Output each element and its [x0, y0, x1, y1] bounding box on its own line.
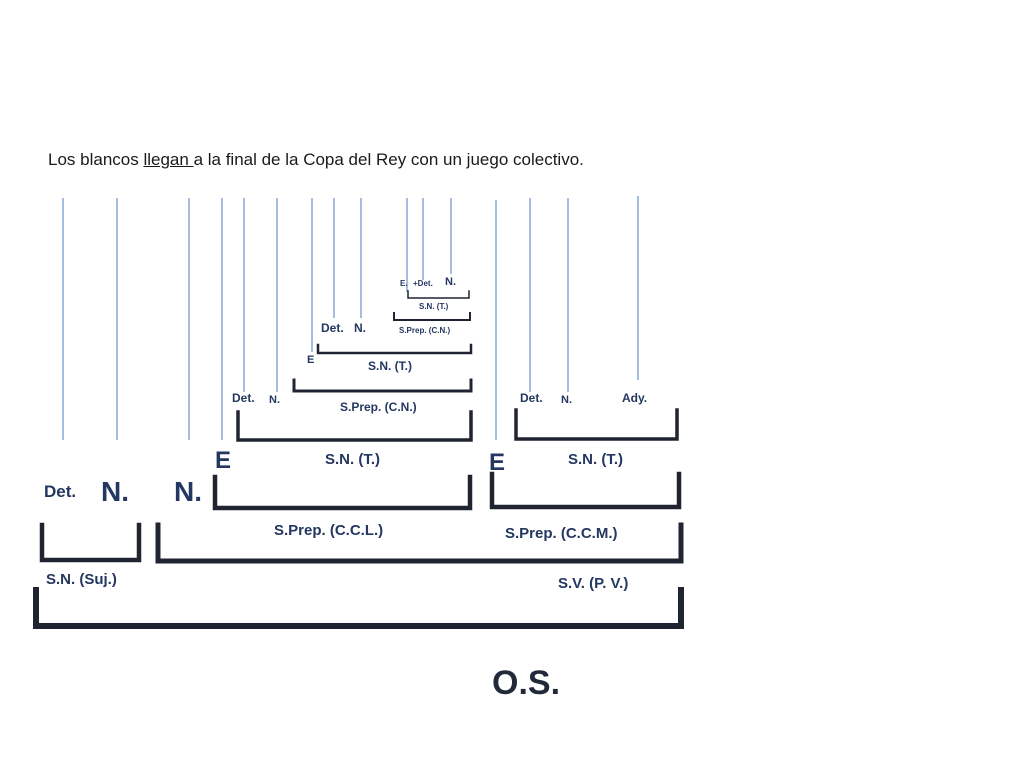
label-os: O.S.	[492, 664, 561, 702]
label-det-small-1: Det.	[321, 321, 344, 335]
bracket-sprep-cn-tiny	[393, 312, 471, 321]
label-det-big: Det.	[44, 482, 77, 501]
label-sprep-ccl: S.Prep. (C.C.L.)	[274, 522, 384, 539]
label-n-tiny: N.	[445, 276, 456, 288]
label-e-mid-1: E	[215, 447, 232, 474]
sentence-verb: llegan	[143, 150, 194, 169]
label-n-small-1: N.	[354, 321, 366, 335]
label-sn-t-tiny: S.N. (T.)	[419, 302, 449, 311]
sentence: Los blancos llegan a la final de la Copa…	[48, 150, 584, 170]
label-det-small-2: Det.	[232, 391, 255, 405]
label-n-big-1: N.	[101, 476, 129, 507]
label-sn-suj: S.N. (Suj.)	[46, 571, 117, 588]
bracket-sprep-ccm	[489, 471, 682, 510]
label-e-tiny: E.	[400, 279, 408, 288]
brackets	[33, 290, 684, 629]
label-e-small: E	[307, 354, 315, 366]
label-sprep-cn-small: S.Prep. (C.N.)	[340, 400, 417, 414]
sentence-after: a la final de la Copa del Rey con un jue…	[193, 150, 584, 169]
label-sn-t-mid-2: S.N. (T.)	[568, 451, 623, 468]
word-lines	[62, 196, 639, 440]
bracket-sn-t-mid-1	[236, 410, 473, 442]
label-sprep-ccm: S.Prep. (C.C.M.)	[505, 525, 618, 542]
label-plus-det-tiny: +Det.	[413, 279, 433, 288]
label-n-big-2: N.	[174, 476, 202, 507]
bracket-os	[33, 587, 684, 629]
label-ady-small: Ady.	[622, 391, 648, 405]
label-e-mid-2: E	[489, 449, 506, 476]
bracket-sv-pv	[155, 522, 684, 564]
sentence-before: Los blancos	[48, 150, 144, 169]
label-sn-t-small: S.N. (T.)	[368, 359, 412, 373]
label-n-small-2: N.	[269, 394, 280, 406]
bracket-sprep-ccl	[212, 474, 473, 511]
bracket-sn-t-tiny	[407, 290, 470, 299]
label-sprep-cn-tiny: S.Prep. (C.N.)	[399, 326, 451, 335]
label-sv-pv: S.V. (P. V.)	[558, 575, 629, 592]
label-n-small-3: N.	[561, 394, 572, 406]
label-sn-t-mid-1: S.N. (T.)	[325, 451, 380, 468]
bracket-sprep-cn-small	[292, 378, 473, 393]
label-det-small-3: Det.	[520, 391, 543, 405]
bracket-sn-suj	[39, 522, 142, 563]
bracket-sn-t-small	[316, 343, 473, 355]
bracket-sn-t-mid-2	[514, 408, 679, 441]
